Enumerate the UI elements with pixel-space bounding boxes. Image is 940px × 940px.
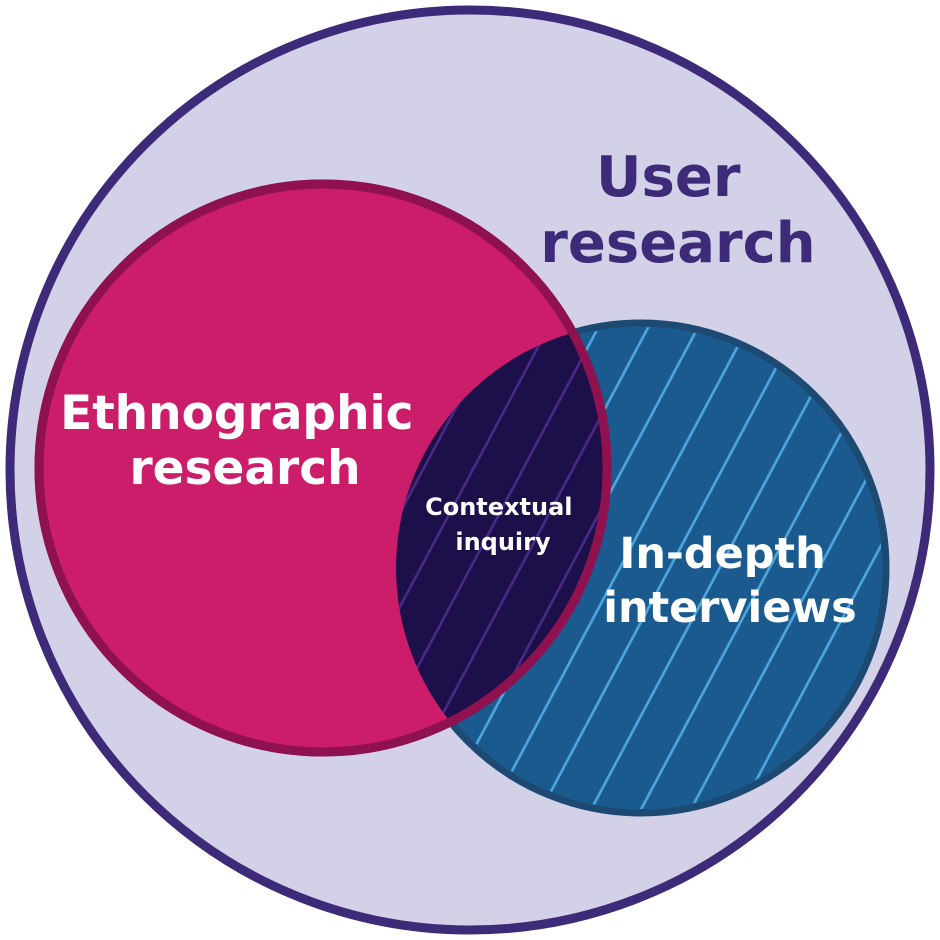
intersection-label: Contextual inquiry xyxy=(425,493,581,556)
outer-set-label: User research xyxy=(540,145,815,276)
right-set-label-line-1: In-depth xyxy=(619,529,825,579)
left-set-label-line-2: research xyxy=(129,441,360,496)
outer-set-label-line-1: User xyxy=(596,145,741,210)
left-set-label-line-1: Ethnographic xyxy=(60,386,413,441)
left-set-label: Ethnographic research xyxy=(60,386,430,496)
outer-set-label-line-2: research xyxy=(540,211,815,276)
intersection-label-line-1: Contextual xyxy=(425,493,572,521)
right-set-label-line-2: interviews xyxy=(603,583,857,633)
left-circle-outline xyxy=(34,179,612,757)
intersection-label-line-2: inquiry xyxy=(455,528,551,556)
right-set-label: In-depth interviews xyxy=(603,529,857,633)
